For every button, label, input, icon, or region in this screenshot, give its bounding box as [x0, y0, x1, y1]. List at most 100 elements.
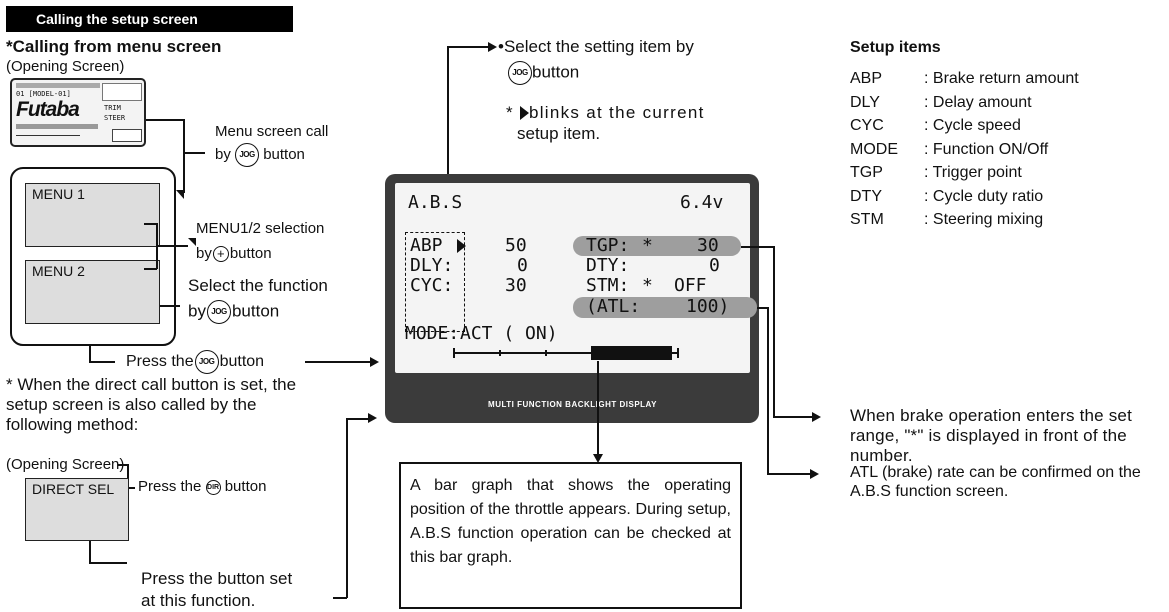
- setup-items-heading: Setup items: [850, 39, 941, 56]
- dir-button-icon: DIR: [205, 479, 221, 495]
- press-dir-before: Press the: [138, 478, 202, 495]
- setup-desc: : Delay amount: [924, 93, 1032, 111]
- select-item-line1: •Select the setting item by: [498, 37, 694, 56]
- setup-desc: : Brake return amount: [924, 70, 1079, 87]
- select-func-by: by: [188, 301, 206, 321]
- list-item: ABP : Brake return amount: [850, 67, 1079, 91]
- press-jog-before: Press the: [126, 353, 194, 371]
- menu-call-after: button: [263, 145, 305, 163]
- setup-code: DTY: [850, 187, 882, 205]
- lcd-stm-value: OFF: [674, 275, 707, 296]
- direct-sel-screen: DIRECT SEL: [25, 478, 129, 541]
- setup-desc: : Function ON/Off: [924, 140, 1049, 158]
- list-item: DLY : Delay amount: [850, 91, 1079, 115]
- press-dir-after: button: [224, 478, 267, 495]
- atl-rate-note: ATL (brake) rate can be confirmed on the…: [850, 464, 1141, 500]
- menu1-label: MENU 1: [32, 186, 85, 202]
- opening-screen-label-2: (Opening Screen): [6, 456, 125, 473]
- menu-screen-frame: [10, 167, 176, 346]
- select-item-after: button: [532, 62, 580, 82]
- lcd-screen: [395, 183, 750, 373]
- setup-desc: : Steering mixing: [924, 211, 1044, 228]
- lcd-abp-label: ABP: [410, 235, 443, 256]
- label-column-highlight: [405, 232, 465, 332]
- setup-desc: : Cycle duty ratio: [924, 187, 1044, 205]
- direct-sel-label: DIRECT SEL: [32, 481, 115, 497]
- setup-desc: : Trigger point: [924, 164, 1022, 181]
- blink-line2: setup item.: [517, 124, 601, 143]
- setup-code: DLY: [850, 93, 880, 111]
- left-heading: *Calling from menu screen: [6, 37, 222, 56]
- throttle-bar-graph: [453, 345, 679, 361]
- menu-selection-line2: by+button: [196, 245, 272, 263]
- opening-screen-label: (Opening Screen): [6, 58, 125, 75]
- throttle-bar-fill: [591, 346, 672, 360]
- opening-screen-thumbnail: 01 [MODEL-01] Futaba TRIM STEER: [10, 78, 146, 147]
- lcd-dly-value: 0: [517, 255, 528, 276]
- setup-items-list: ABP : Brake return amount DLY : Delay amou…: [850, 67, 1079, 232]
- list-item: MODE : Function ON/Off: [850, 138, 1079, 162]
- lcd-cursor-icon: [457, 239, 466, 253]
- lcd-tgp-value: 30: [697, 235, 719, 256]
- menu-sel-after: button: [229, 245, 272, 262]
- select-function-line1: Select the function: [188, 276, 328, 295]
- tgp-highlight: [573, 236, 741, 256]
- list-item: TGP : Trigger point: [850, 161, 1079, 185]
- lcd-stm-star: *: [642, 275, 653, 296]
- menu1-screen: MENU 1: [25, 183, 160, 247]
- lcd-dty-value: 0: [709, 255, 720, 276]
- bezel-caption: MULTI FUNCTION BACKLIGHT DISPLAY: [488, 400, 657, 409]
- lcd-dty-label: DTY:: [586, 255, 630, 276]
- setup-code: MODE: [850, 140, 898, 158]
- setup-code: TGP: [850, 164, 883, 181]
- thumb-line1: 01 [MODEL-01]: [16, 90, 71, 98]
- brake-range-note: When brake operation enters the set rang…: [850, 406, 1132, 465]
- menu-call-by: by: [215, 145, 231, 163]
- jog-button-icon: JOG: [508, 61, 532, 85]
- blink-text: blinks at the current: [528, 103, 705, 122]
- jog-button-icon: JOG: [194, 350, 219, 374]
- list-item: STM : Steering mixing: [850, 208, 1079, 232]
- atl-highlight: [573, 297, 757, 318]
- lcd-stm-label: STM:: [586, 275, 630, 296]
- lcd-voltage: 6.4v: [680, 192, 724, 213]
- direct-call-note: * When the direct call button is set, th…: [6, 375, 297, 434]
- thumb-line3: STEER: [104, 114, 126, 122]
- setup-code: STM: [850, 211, 884, 228]
- jog-button-icon: JOG: [206, 300, 231, 324]
- jog-button-icon: JOG: [235, 143, 260, 167]
- lcd-abp-value: 50: [505, 235, 527, 256]
- lcd-mode-value: ACT ( ON): [460, 323, 558, 344]
- lcd-dly-label: DLY:: [410, 255, 454, 276]
- blink-triangle-icon: [519, 106, 529, 120]
- setup-desc: : Cycle speed: [924, 117, 1021, 134]
- menu2-label: MENU 2: [32, 263, 85, 279]
- menu-call-line1: Menu screen call: [215, 123, 329, 140]
- lcd-tgp-star: *: [642, 235, 653, 256]
- section-title: Calling the setup screen: [6, 6, 293, 32]
- bar-graph-note: A bar graph that shows the operating pos…: [399, 462, 742, 609]
- menu-call-line2: by JOG button: [215, 143, 305, 167]
- setup-code: ABP: [850, 70, 883, 87]
- lcd-mode-label: MODE:: [405, 323, 460, 344]
- select-func-after: button: [231, 301, 280, 321]
- plus-button-icon: +: [212, 246, 229, 263]
- lcd-cyc-value: 30: [505, 275, 527, 296]
- press-jog-after: button: [219, 353, 265, 371]
- lcd-tgp-label: TGP:: [586, 235, 630, 256]
- menu-selection-line1: MENU1/2 selection: [196, 220, 325, 237]
- press-set-line2: at this function.: [141, 591, 256, 610]
- list-item: DTY : Cycle duty ratio: [850, 185, 1079, 209]
- lcd-atl-value: 100): [686, 296, 730, 317]
- press-dir-text: Press the DIR button: [138, 478, 266, 496]
- press-set-line1: Press the button set: [141, 569, 293, 588]
- blink-star: *: [506, 103, 514, 122]
- futaba-logo: Futaba: [16, 98, 80, 121]
- lcd-title: A.B.S: [408, 192, 463, 213]
- thumb-line2: TRIM: [104, 104, 121, 112]
- menu2-screen: MENU 2: [25, 260, 160, 324]
- list-item: CYC: Cycle speed: [850, 114, 1079, 138]
